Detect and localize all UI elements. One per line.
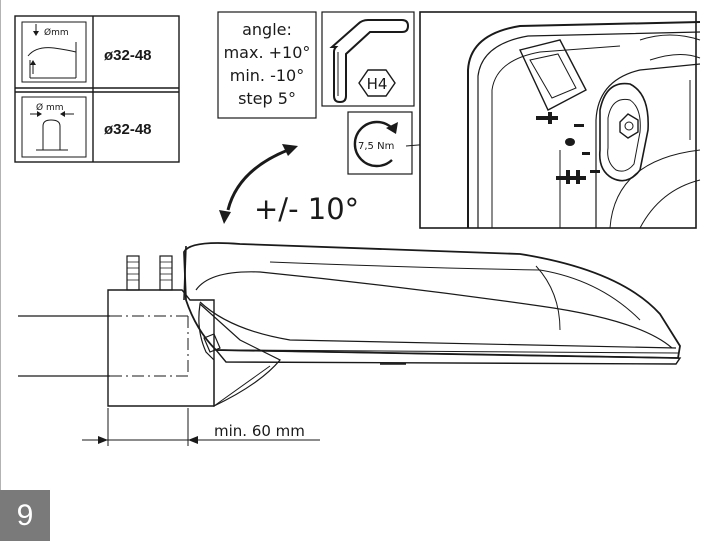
connector-detail-view (419, 11, 701, 229)
angle-min: min. -10° (230, 66, 304, 85)
torque-value: 7,5 Nm (358, 141, 394, 152)
pipe-side-mount-icon: Ø mm (21, 96, 87, 158)
angle-title: angle: (242, 20, 292, 39)
angle-step: step 5° (238, 89, 296, 108)
tilt-arrow-icon (219, 144, 298, 224)
tilt-range-label: +/- 10° (254, 192, 359, 226)
angle-settings-box: angle: max. +10° min. -10° step 5° (217, 11, 317, 119)
luminaire-side-view (18, 242, 682, 407)
torque-wrench-icon (353, 120, 398, 168)
pipe-top-mount-label: Ømm (44, 27, 69, 38)
pipe-top-mount-icon: Ømm (21, 21, 87, 83)
hex-key-size: H4 (367, 75, 388, 93)
pipe-diameter-table: Ømm ø32-48 Ø mm ø32-48 (14, 15, 180, 163)
hex-key-icon (329, 19, 410, 104)
min-distance-dimension (82, 408, 320, 446)
angle-max: max. +10° (224, 43, 311, 62)
min-distance-label: min. 60 mm (214, 422, 305, 440)
hex-key-box: H4 (321, 11, 415, 107)
diameter-range-row2: ø32-48 (104, 121, 152, 138)
pipe-side-mount-label: Ø mm (36, 102, 63, 113)
step-number-badge: 9 (0, 490, 50, 541)
diameter-range-row1: ø32-48 (104, 47, 152, 64)
